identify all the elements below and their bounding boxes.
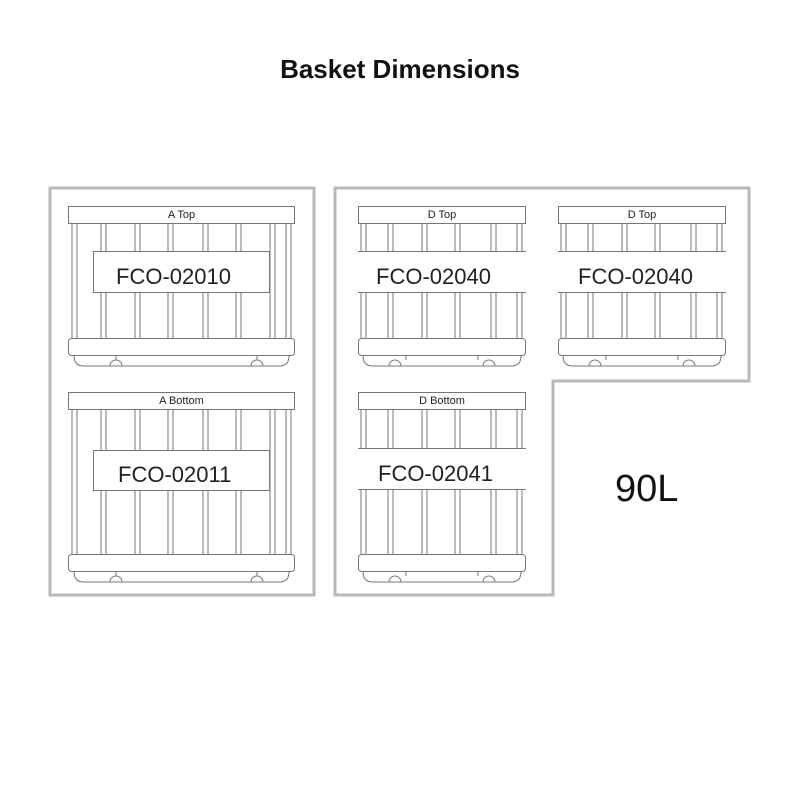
basket-d-top-1: D Top FCO-02040 [358,206,526,372]
basket-a-top: A Top FCO-02010 [68,206,295,372]
basket-code-label: FCO-02041 [378,461,493,486]
basket-d-top-1-drawing [358,206,526,367]
basket-position-label: D Top [627,209,657,221]
basket-a-bottom-drawing [68,392,295,583]
basket-a-bottom: A Bottom FCO-02011 [68,392,295,588]
basket-position-label: D Bottom [419,395,465,407]
basket-code-label: FCO-02040 [578,264,693,289]
basket-position-label: A Bottom [159,395,204,407]
basket-d-bottom: D Bottom FCO-02041 [358,392,526,588]
basket-d-top-2: D Top FCO-02040 [558,206,726,372]
compartment-d-frame [333,186,751,597]
basket-code-label: FCO-02010 [116,264,231,289]
basket-d-bottom-drawing [358,392,526,583]
volume-label: 90L [615,468,679,510]
compartment-a-frame [48,186,316,597]
diagram-title: Basket Dimensions [280,54,520,84]
basket-code-label: FCO-02011 [118,462,232,487]
basket-a-top-drawing [68,206,295,367]
basket-code-label: FCO-02040 [376,264,491,289]
basket-position-label: A Top [167,209,196,221]
basket-position-label: D Top [427,209,457,221]
basket-d-top-2-drawing [558,206,726,367]
